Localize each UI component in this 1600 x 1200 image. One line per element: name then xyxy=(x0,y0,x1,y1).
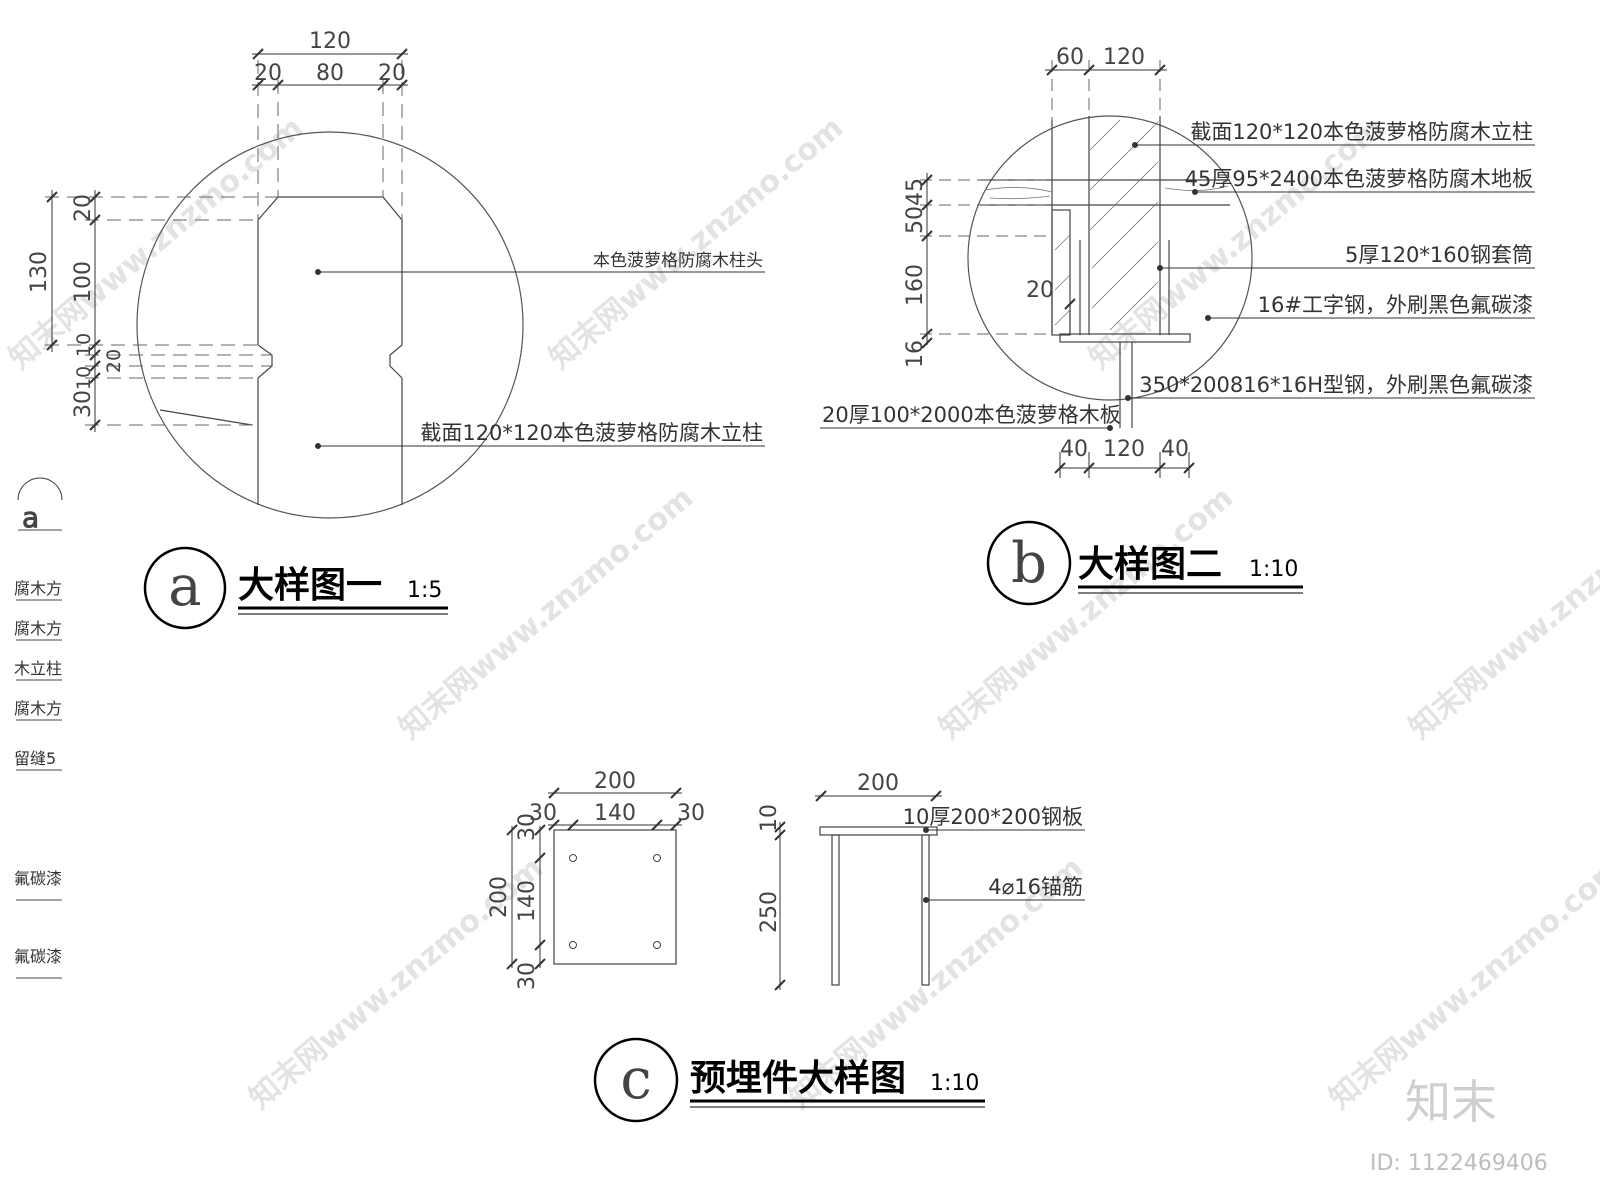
label-b-hsteel: 350*200816*16H型钢，外刷黑色氟碳漆 xyxy=(1139,373,1533,397)
detail-b-bottom-dim-lines xyxy=(1054,452,1195,478)
detail-b: 60 120 5045 160 16 20 40 xyxy=(820,45,1535,606)
detail-b-hatch xyxy=(984,119,1229,331)
detail-c-scale: 1:10 xyxy=(930,1071,979,1096)
dim-b-bottom-120: 120 xyxy=(1103,437,1145,462)
dim-c-plan-top-left: 30 xyxy=(529,801,557,826)
dim-c-plan-left-top: 30 xyxy=(515,813,540,841)
side-legend-item: 腐木方 xyxy=(14,699,62,718)
detail-b-left-dim-lines xyxy=(921,173,1076,349)
detail-a-scale: 1:5 xyxy=(407,578,442,603)
side-legend-item: 木立柱 xyxy=(14,659,62,678)
dim-a-left-20b: 20 xyxy=(103,349,125,373)
label-c-plate: 10厚200*200钢板 xyxy=(903,805,1083,829)
dim-b-left-5045: 5045 xyxy=(903,178,928,234)
dim-b-left-160: 160 xyxy=(903,264,928,306)
label-a-post: 截面120*120本色菠萝格防腐木立柱 xyxy=(420,421,763,445)
label-a-cap: 本色菠萝格防腐木柱头 xyxy=(593,251,763,271)
detail-b-leaders xyxy=(820,142,1535,431)
dim-a-top-mid: 80 xyxy=(316,61,344,86)
detail-c-elevation xyxy=(819,826,938,986)
detail-a-post-outline xyxy=(159,196,403,505)
label-b-floor: 45厚95*2400本色菠萝格防腐木地板 xyxy=(1185,167,1533,191)
detail-a-title: 大样图一 xyxy=(238,565,382,606)
label-b-sleeve: 5厚120*160钢套筒 xyxy=(1345,243,1533,267)
dim-a-left-total: 130 xyxy=(27,251,52,293)
detail-b-circle xyxy=(967,115,1253,401)
detail-c-plan-left-dim-lines xyxy=(506,824,546,970)
detail-a-top-dim-lines xyxy=(252,48,408,91)
dim-b-bottom-40a: 40 xyxy=(1060,437,1088,462)
detail-c-anchor-holes xyxy=(569,854,661,949)
detail-b-scale: 1:10 xyxy=(1249,557,1298,582)
detail-c-marker-letter: c xyxy=(620,1047,651,1112)
detail-b-top-dim-lines xyxy=(1045,64,1167,76)
dim-c-plan-top-right: 30 xyxy=(677,801,705,826)
image-id: ID: 1122469406 xyxy=(1370,1151,1548,1176)
dim-a-top-total: 120 xyxy=(309,29,351,54)
detail-a-circle xyxy=(136,131,524,519)
dim-c-plan-left-total: 200 xyxy=(487,876,512,918)
dim-b-top-60: 60 xyxy=(1056,45,1084,70)
detail-c: 200 30 140 30 200 30 140 30 xyxy=(487,769,1085,1123)
dim-b-20: 20 xyxy=(1026,278,1054,303)
dim-b-left-16: 16 xyxy=(903,340,928,368)
side-marker-circle xyxy=(17,477,63,531)
side-legend-item: 腐木方 xyxy=(14,579,62,598)
detail-c-elev-dim-lines xyxy=(774,790,942,991)
watermark-text: 知末网www.znzmo.com xyxy=(393,480,700,746)
dim-a-left-10a: 10 xyxy=(73,333,95,357)
dim-c-plan-top-mid: 140 xyxy=(594,801,636,826)
detail-c-plan-top-dim-lines xyxy=(548,787,682,831)
label-b-post: 截面120*120本色菠萝格防腐木立柱 xyxy=(1190,120,1533,144)
detail-c-plate-plan xyxy=(553,829,677,965)
detail-b-marker-circle xyxy=(986,520,1072,606)
side-marker-letter: a xyxy=(22,501,39,534)
detail-a-leaders xyxy=(315,269,765,449)
label-b-ibeam: 16#工字钢，外刷黑色氟碳漆 xyxy=(1258,293,1533,317)
dim-a-top-left: 20 xyxy=(254,61,282,86)
watermark-text: 知末网www.znzmo.com xyxy=(933,480,1240,746)
dim-b-bottom-40b: 40 xyxy=(1161,437,1189,462)
detail-c-leaders xyxy=(923,827,1085,903)
dim-c-plan-top-total: 200 xyxy=(594,769,636,794)
dim-c-elev-10: 10 xyxy=(757,804,782,832)
dim-c-elev-top-total: 200 xyxy=(857,771,899,796)
detail-a: 120 20 80 20 130 20 100 10 20 10 30 xyxy=(27,29,765,630)
detail-a-left-dim-lines xyxy=(46,190,101,432)
detail-c-marker-circle xyxy=(593,1037,679,1123)
side-legend-item: 腐木方 xyxy=(14,619,62,638)
watermark-text: 知末网www.znzmo.com xyxy=(3,110,310,376)
side-legend-item: 氟碳漆 xyxy=(14,947,62,966)
dim-a-top-right: 20 xyxy=(378,61,406,86)
dim-a-left-10b: 10 xyxy=(73,366,95,390)
detail-a-marker-letter: a xyxy=(168,554,201,619)
detail-b-marker-letter: b xyxy=(1011,531,1047,596)
watermark-text: 知末网www.znzmo.com xyxy=(1083,110,1390,376)
watermark-text: 知末网www.znzmo.com xyxy=(543,110,850,376)
dim-a-left-100: 100 xyxy=(71,261,96,303)
label-c-anchor: 4⌀16锚筋 xyxy=(988,875,1083,899)
dim-b-top-120: 120 xyxy=(1103,45,1145,70)
detail-c-title: 预埋件大样图 xyxy=(690,1058,906,1099)
label-b-board: 20厚100*2000本色菠萝格木板 xyxy=(822,403,1121,427)
dim-a-left-30: 30 xyxy=(71,390,96,418)
detail-a-dashed-lines xyxy=(45,60,403,426)
side-legend-item: 氟碳漆 xyxy=(14,869,62,888)
detail-a-marker-circle xyxy=(143,546,227,630)
dim-a-left-20a: 20 xyxy=(71,194,96,222)
watermark-text: 知末网www.znzmo.com xyxy=(1403,480,1600,746)
dim-c-plan-left-mid: 140 xyxy=(515,880,540,922)
brand-logo: 知末 xyxy=(1405,1075,1497,1129)
side-legend: a xyxy=(16,477,63,979)
detail-b-title: 大样图二 xyxy=(1078,544,1222,585)
dim-c-plan-left-bottom: 30 xyxy=(515,962,540,990)
side-legend-item: 留缝5 xyxy=(14,749,56,768)
dim-c-elev-250: 250 xyxy=(757,891,782,933)
